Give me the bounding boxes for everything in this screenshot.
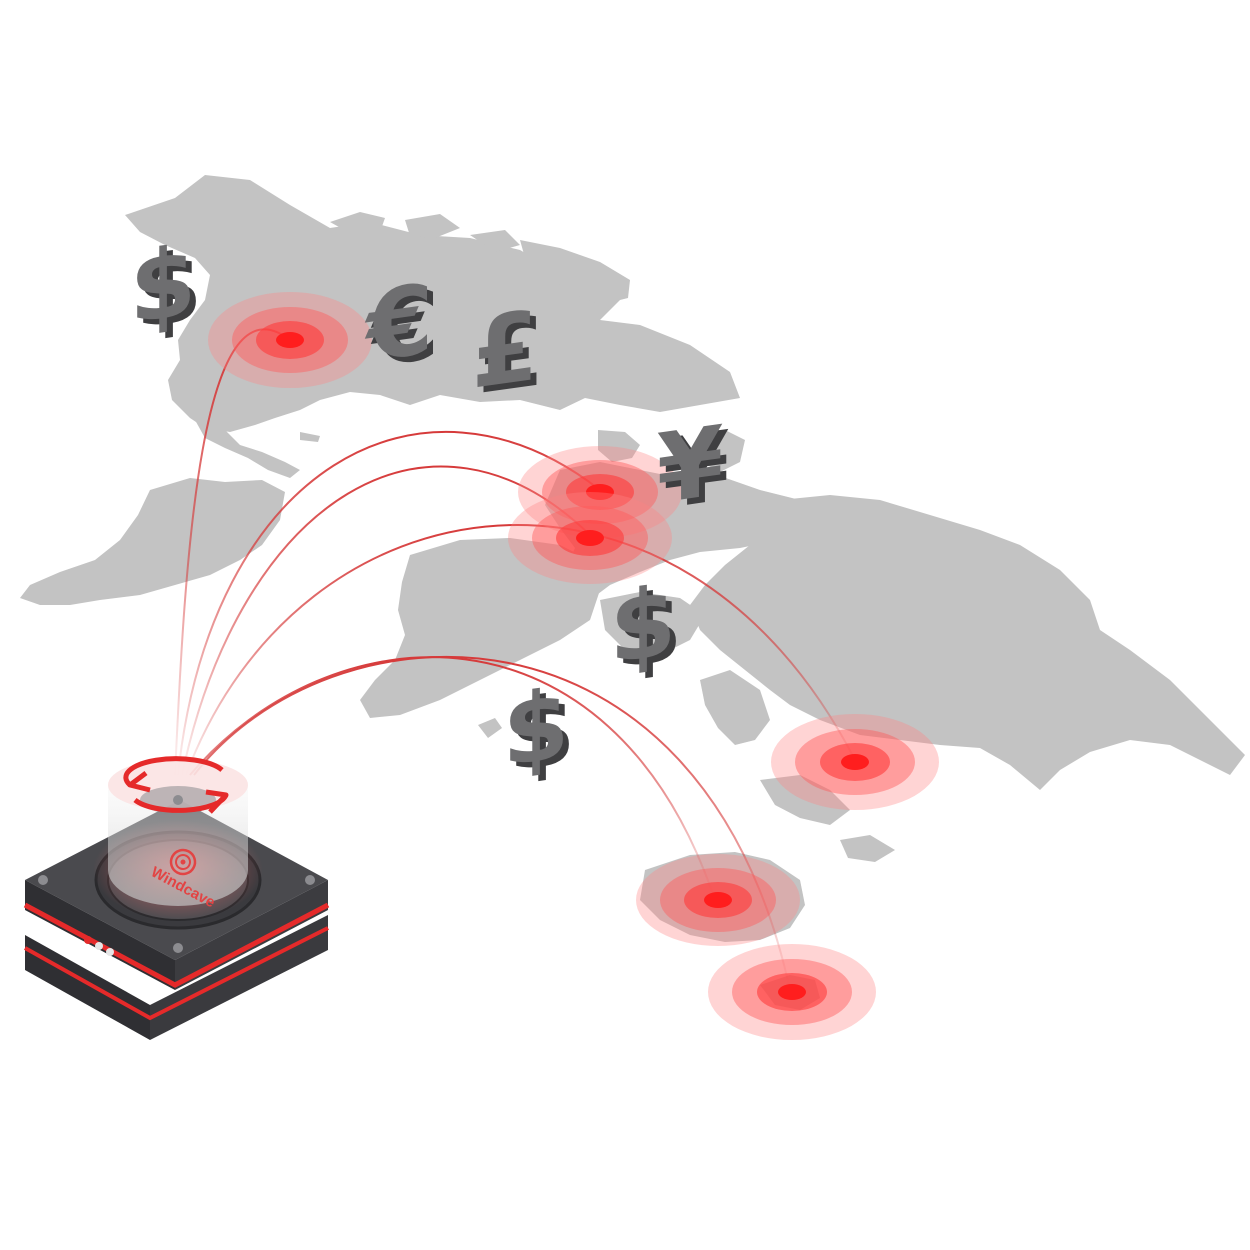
screw-1	[38, 875, 48, 885]
yen-symbol: ¥ ¥	[657, 404, 730, 531]
land-north-america	[125, 175, 740, 432]
hotspot-europe	[508, 492, 672, 584]
svg-text:$: $	[136, 229, 203, 351]
route-new-zealand	[193, 655, 791, 991]
hotspot-north-america	[208, 292, 372, 388]
route-australia	[189, 656, 716, 901]
land-south-america	[20, 478, 285, 605]
land-middle-east	[600, 592, 705, 655]
hotspot-uk	[518, 446, 682, 538]
dollar-symbol-2: $ $	[610, 564, 683, 691]
glass-cylinder	[108, 785, 248, 906]
svg-text:¥: ¥	[663, 409, 730, 531]
svg-text:€: €	[371, 267, 440, 389]
route-asia	[185, 524, 856, 776]
dollar-symbol-1: $ $	[130, 224, 203, 351]
device-base-accent	[24, 926, 329, 1021]
screw-2	[173, 943, 183, 953]
svg-text:$: $	[616, 569, 683, 691]
svg-text:$: $	[610, 564, 677, 686]
land-scandinavia	[700, 430, 745, 472]
land-arctic-islands	[330, 212, 385, 236]
land-greenland	[520, 240, 630, 305]
payment-device: Windcave	[23, 756, 330, 1040]
route-europe	[181, 465, 591, 776]
land-arctic-island-2	[405, 214, 460, 238]
route-uk	[177, 430, 601, 776]
dollar-symbol-3: $ $	[503, 667, 576, 794]
land-africa	[360, 538, 600, 718]
svg-text:$: $	[503, 667, 570, 789]
pound-symbol: £ £	[472, 289, 545, 416]
land-caribbean	[300, 432, 320, 442]
land-sea-islands	[760, 775, 850, 825]
svg-text:£: £	[472, 289, 539, 411]
land-uk	[598, 430, 640, 462]
world-map	[20, 175, 1245, 1010]
status-light-2	[95, 942, 103, 950]
sync-icon	[123, 756, 229, 814]
land-japan	[1050, 700, 1095, 735]
screw-4	[173, 795, 183, 805]
land-sea-islands-2	[840, 835, 895, 862]
land-asia	[690, 495, 1245, 790]
euro-symbol: € €	[365, 262, 440, 389]
payment-routes	[174, 328, 856, 991]
device-base-right	[150, 915, 328, 1040]
route-north-america	[174, 328, 291, 776]
svg-text:$: $	[130, 224, 197, 346]
hotspots	[208, 292, 939, 1040]
device-base-left	[25, 935, 150, 1040]
land-central-america	[195, 420, 300, 478]
status-light-1	[84, 936, 92, 944]
hotspot-new-zealand	[708, 944, 876, 1040]
status-light-3	[106, 948, 114, 956]
brand-logo-icon	[169, 848, 197, 876]
svg-text:$: $	[509, 672, 576, 794]
land-india	[700, 670, 770, 745]
hotspot-australia	[636, 854, 800, 946]
screw-3	[305, 875, 315, 885]
svg-text:£: £	[478, 294, 545, 416]
svg-text:¥: ¥	[657, 404, 724, 526]
svg-text:€: €	[365, 262, 434, 384]
land-madagascar	[478, 718, 502, 738]
land-arctic-island-3	[470, 230, 520, 252]
currency-symbols: $ $ € € £ £ ¥ ¥ $ $ $ $	[130, 224, 730, 794]
hotspot-asia	[771, 714, 939, 810]
device-top-accent	[23, 902, 330, 988]
